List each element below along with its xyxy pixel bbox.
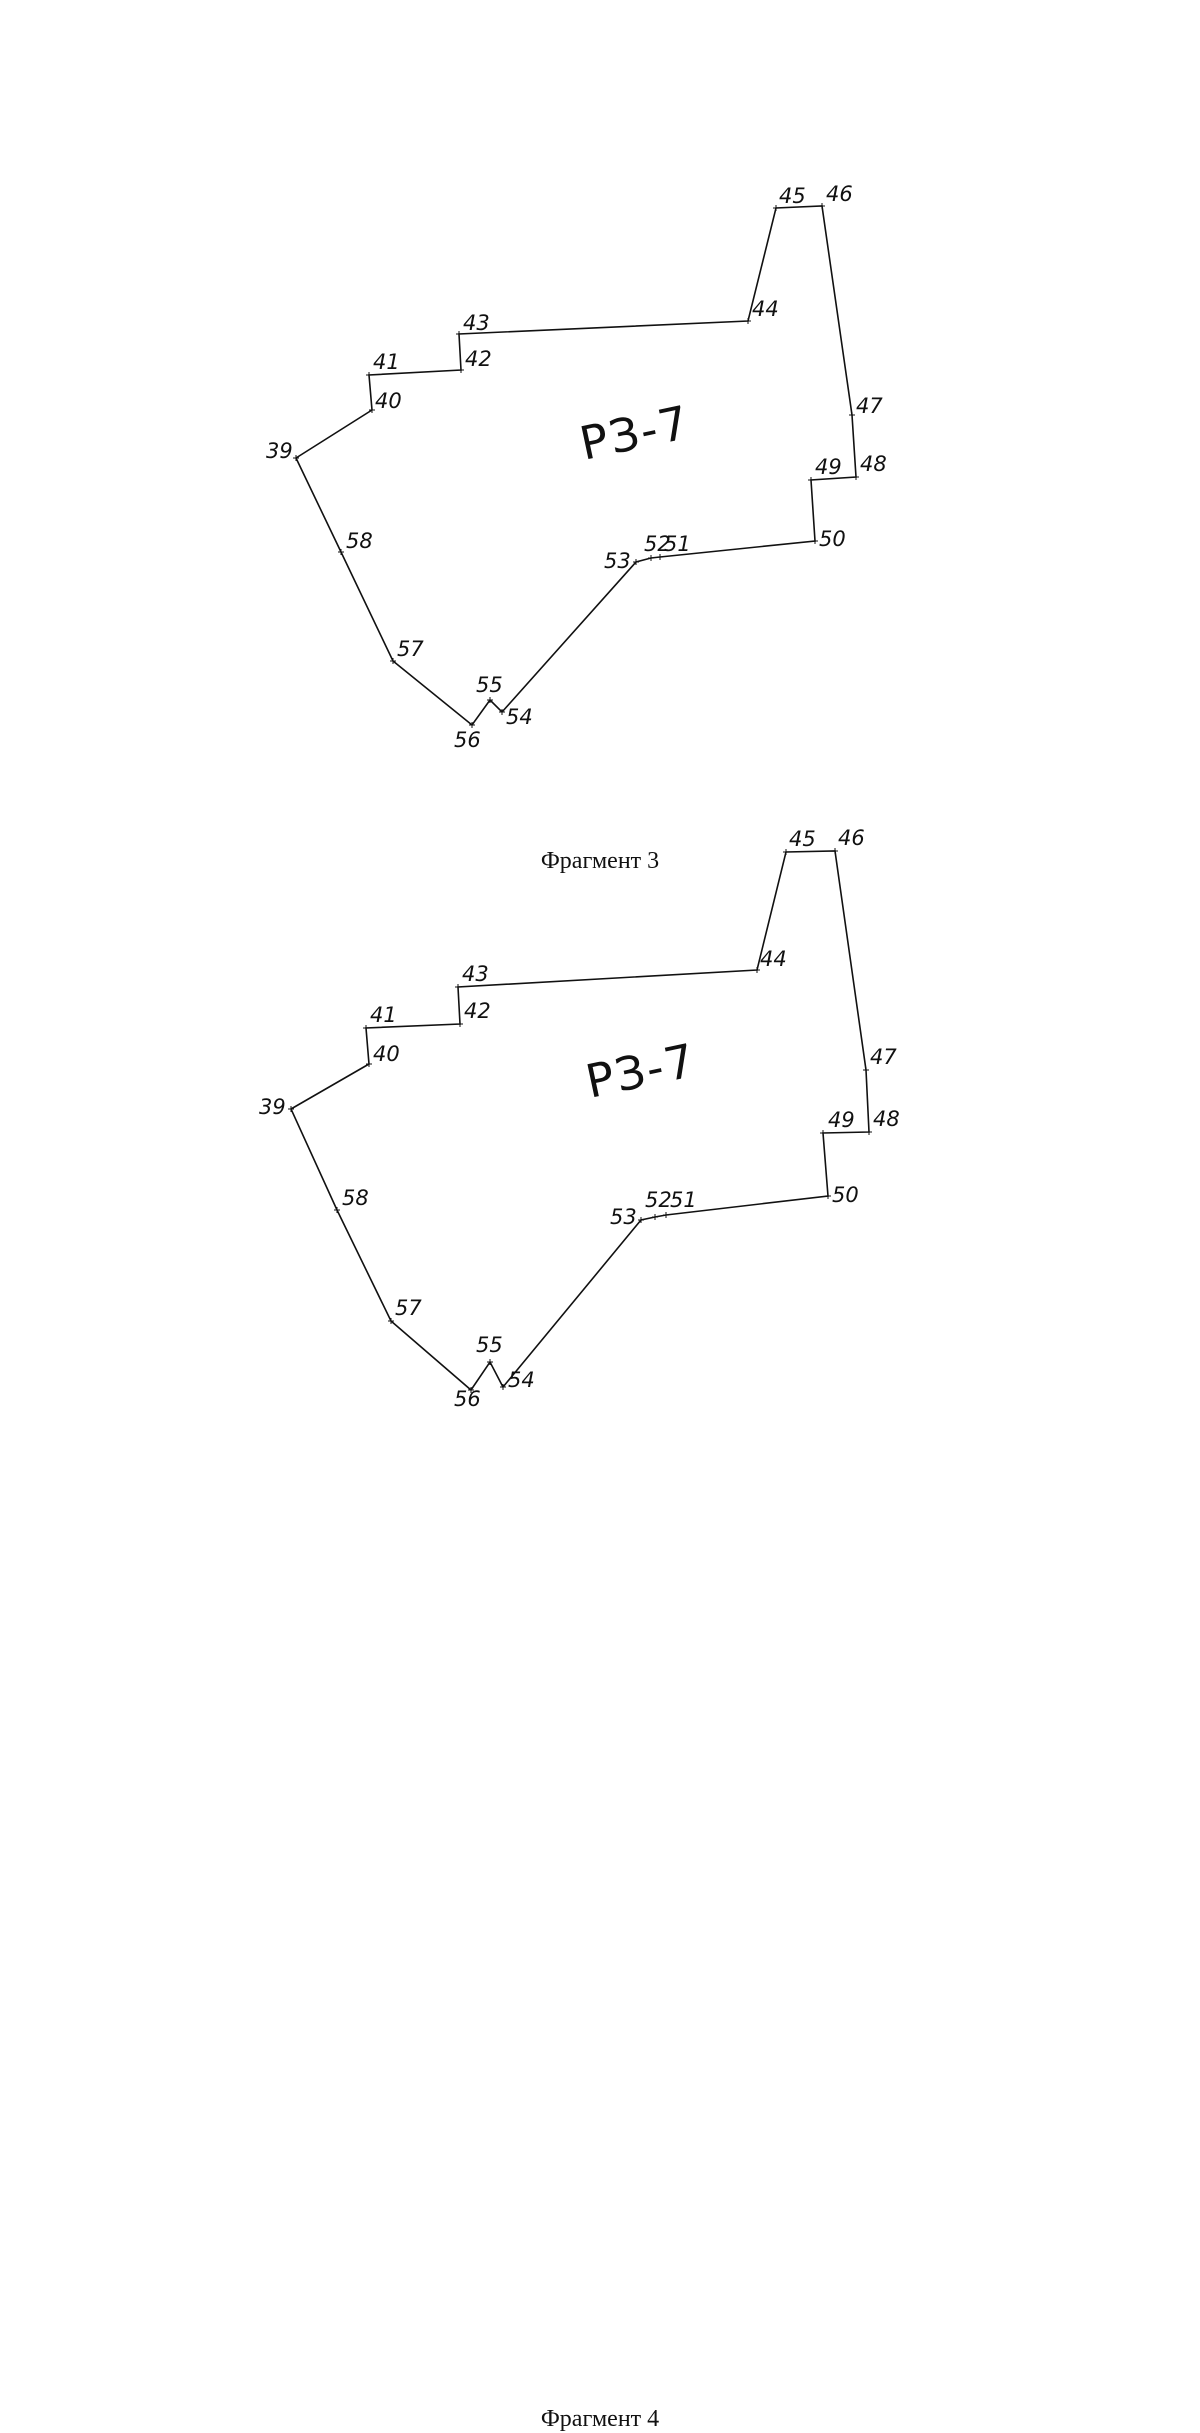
vertex-marker [745, 318, 751, 324]
vertex-label: 42 [465, 347, 492, 371]
vertex-marker [468, 1387, 474, 1393]
vertex-label: 45 [779, 184, 806, 208]
vertex-marker [866, 1129, 872, 1135]
vertex-label: 44 [752, 297, 779, 321]
vertex-label: 52 [645, 1188, 672, 1212]
vertex-marker [388, 1318, 394, 1324]
vertex-marker [369, 407, 375, 413]
fragment-caption: Фрагмент 3 [540, 848, 660, 874]
vertex-label: 46 [826, 182, 853, 206]
vertex-label: 55 [476, 1333, 503, 1357]
vertex-label: 52 [644, 532, 671, 556]
vertex-label: 54 [508, 1368, 535, 1392]
vertex-marker [366, 1061, 372, 1067]
vertex-label: 50 [832, 1183, 859, 1207]
vertex-label: 45 [789, 827, 816, 851]
vertex-label: 49 [828, 1108, 855, 1132]
zone-label: РЗ-7 [575, 395, 695, 471]
vertex-label: 41 [373, 350, 400, 374]
vertex-marker [487, 697, 493, 703]
vertex-label: 57 [397, 637, 424, 661]
zone-boundary [289, 850, 870, 1392]
vertex-label: 41 [370, 1003, 397, 1027]
vertex-marker [500, 1384, 506, 1390]
vertex-label: 58 [346, 529, 373, 553]
fragment-caption: Фрагмент 4 [540, 2406, 660, 2432]
vertex-marker [334, 1207, 340, 1213]
vertex-marker [633, 559, 639, 565]
vertex-marker [812, 538, 818, 544]
zone-label: РЗ-7 [581, 1033, 701, 1109]
vertex-marker [648, 555, 654, 561]
vertex-label: 53 [604, 549, 631, 573]
vertex-label: 57 [395, 1296, 422, 1320]
vertex-marker [657, 554, 663, 560]
vertex-label: 56 [454, 728, 481, 752]
vertex-marker [455, 984, 461, 990]
vertex-marker [819, 203, 825, 209]
vertex-label: 51 [664, 532, 691, 556]
vertex-marker [363, 1025, 369, 1031]
vertex-marker [808, 477, 814, 483]
vertex-label: 46 [838, 826, 865, 850]
vertex-marker [499, 709, 505, 715]
vertex-marker [652, 1214, 658, 1220]
vertex-marker [825, 1193, 831, 1199]
vertex-label: 54 [506, 705, 533, 729]
vertex-marker [832, 848, 838, 854]
vertex-marker [293, 455, 299, 461]
zone-boundary [294, 205, 857, 727]
vertex-marker [469, 722, 475, 728]
vertex-marker [773, 205, 779, 211]
vertex-label: 40 [373, 1042, 400, 1066]
vertex-marker [338, 549, 344, 555]
vertex-label: 39 [259, 1095, 286, 1119]
vertex-marker [487, 1359, 493, 1365]
vertex-label: 47 [856, 394, 883, 418]
vertex-marker [853, 474, 859, 480]
vertex-marker [849, 412, 855, 418]
vertex-label: 55 [476, 673, 503, 697]
vertex-label: 56 [454, 1387, 481, 1411]
vertex-label: 50 [819, 527, 846, 551]
vertex-label: 48 [873, 1107, 900, 1131]
vertex-label: 42 [464, 999, 491, 1023]
vertex-marker [288, 1106, 294, 1112]
vertex-label: 51 [670, 1188, 697, 1212]
vertex-label: 49 [815, 455, 842, 479]
vertex-marker [366, 372, 372, 378]
vertex-marker [863, 1067, 869, 1073]
vertex-marker [458, 367, 464, 373]
vertex-marker [638, 1217, 644, 1223]
vertex-label: 53 [610, 1205, 637, 1229]
vertex-label: 43 [462, 962, 489, 986]
vertex-label: 47 [870, 1045, 897, 1069]
vertex-marker [783, 849, 789, 855]
vertex-marker [754, 967, 760, 973]
vertex-marker [820, 1130, 826, 1136]
vertex-marker [456, 331, 462, 337]
vertex-label: 48 [860, 452, 887, 476]
vertex-marker [457, 1021, 463, 1027]
vertex-label: 39 [266, 439, 293, 463]
vertex-marker [390, 658, 396, 664]
vertex-marker [663, 1212, 669, 1218]
vertex-label: 43 [463, 311, 490, 335]
vertex-label: 44 [760, 947, 787, 971]
vertex-label: 58 [342, 1186, 369, 1210]
vertex-label: 40 [375, 389, 402, 413]
